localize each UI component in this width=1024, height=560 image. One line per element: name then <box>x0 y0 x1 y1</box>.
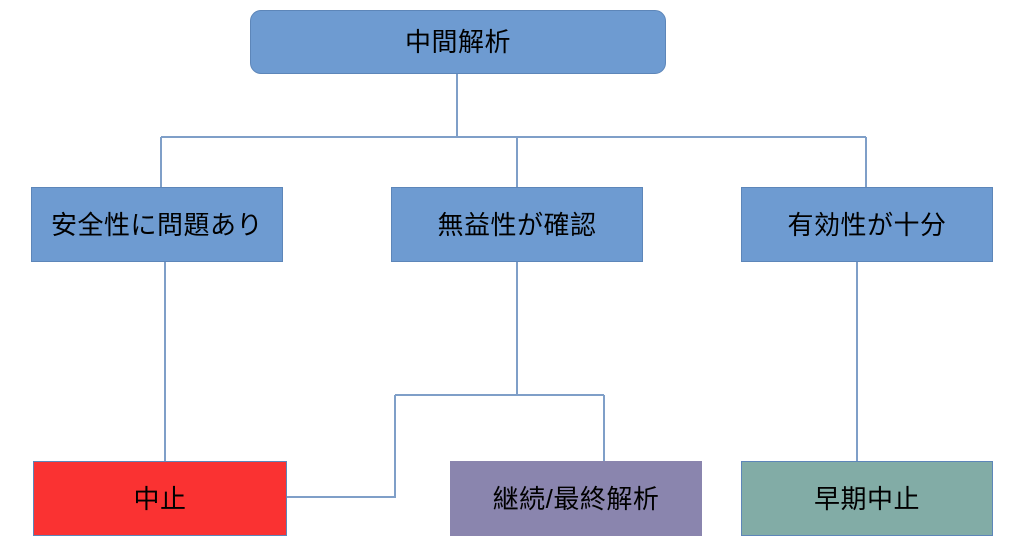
node-label-futility-confirmed: 無益性が確認 <box>437 209 597 240</box>
node-label-efficacy-sufficient: 有効性が十分 <box>787 209 947 240</box>
node-continue-final-analysis[interactable]: 継続/最終解析 <box>450 461 702 536</box>
node-label-interim-analysis: 中間解析 <box>404 27 511 57</box>
node-safety-concern[interactable]: 安全性に問題あり <box>31 187 283 262</box>
node-label-continue-final-analysis: 継続/最終解析 <box>492 483 660 514</box>
node-futility-confirmed[interactable]: 無益性が確認 <box>391 187 643 262</box>
node-discontinue[interactable]: 中止 <box>33 461 287 536</box>
node-label-discontinue: 中止 <box>133 483 187 514</box>
edge-futility-to-discontinue <box>287 395 396 498</box>
node-label-safety-concern: 安全性に問題あり <box>50 209 263 240</box>
node-early-termination[interactable]: 早期中止 <box>741 461 993 536</box>
node-efficacy-sufficient[interactable]: 有効性が十分 <box>741 187 993 262</box>
node-label-early-termination: 早期中止 <box>813 483 920 514</box>
node-interim-analysis[interactable]: 中間解析 <box>250 10 666 74</box>
